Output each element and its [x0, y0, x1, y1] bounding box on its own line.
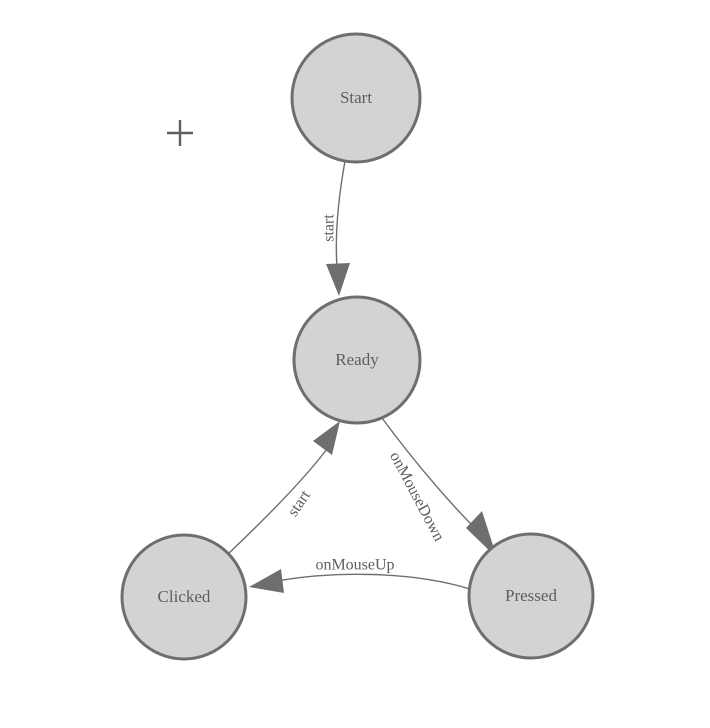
edge-start-to-ready[interactable] [326, 160, 350, 296]
edge-ready-to-pressed[interactable] [381, 417, 497, 558]
edge-path-start-to-ready [335, 160, 346, 268]
node-pressed-circle [467, 532, 595, 660]
node-clicked[interactable]: Clicked [120, 533, 248, 661]
edge-clicked-to-ready[interactable] [227, 421, 340, 555]
node-start-circle [290, 32, 422, 164]
arrowhead-ready-to-pressed [466, 511, 497, 558]
edge-label-clicked-to-ready: start [285, 487, 315, 520]
arrowhead-start-to-ready [326, 263, 350, 296]
edge-label-start-to-ready: start [321, 214, 338, 242]
node-ready-label: Ready [335, 350, 379, 369]
node-pressed[interactable]: Pressed [467, 532, 595, 660]
arrowhead-clicked-to-ready [313, 421, 340, 455]
node-pressed-label: Pressed [505, 586, 557, 605]
plus-marker-icon [167, 120, 193, 146]
arrowhead-pressed-to-clicked [249, 569, 284, 593]
node-clicked-label: Clicked [158, 587, 211, 606]
node-start-label: Start [340, 88, 372, 107]
edge-pressed-to-clicked[interactable] [249, 569, 471, 593]
node-ready[interactable]: Ready [292, 295, 422, 425]
node-ready-circle [292, 295, 422, 425]
edge-path-clicked-to-ready [227, 448, 328, 555]
node-clicked-circle [120, 533, 248, 661]
edge-label-pressed-to-clicked: onMouseUp [315, 557, 394, 574]
node-start[interactable]: Start [290, 32, 422, 164]
edge-path-pressed-to-clicked [276, 573, 471, 590]
